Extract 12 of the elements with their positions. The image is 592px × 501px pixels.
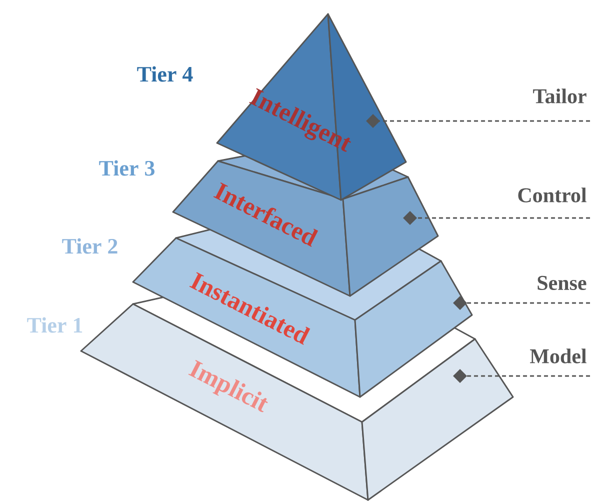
side-label: Control xyxy=(518,188,586,202)
side-label: Tailor xyxy=(533,88,586,104)
leader-line xyxy=(453,296,590,310)
side-label: Sense xyxy=(538,276,586,290)
leader-line xyxy=(403,211,590,225)
tier-label: Tier 2 xyxy=(62,238,118,254)
leader-line xyxy=(453,369,590,383)
side-label: Model xyxy=(530,348,586,364)
tier-label: Tier 4 xyxy=(137,66,193,82)
tier-label: Tier 3 xyxy=(99,160,154,176)
leader-line xyxy=(366,114,590,128)
tier-label: Tier 1 xyxy=(27,317,82,333)
